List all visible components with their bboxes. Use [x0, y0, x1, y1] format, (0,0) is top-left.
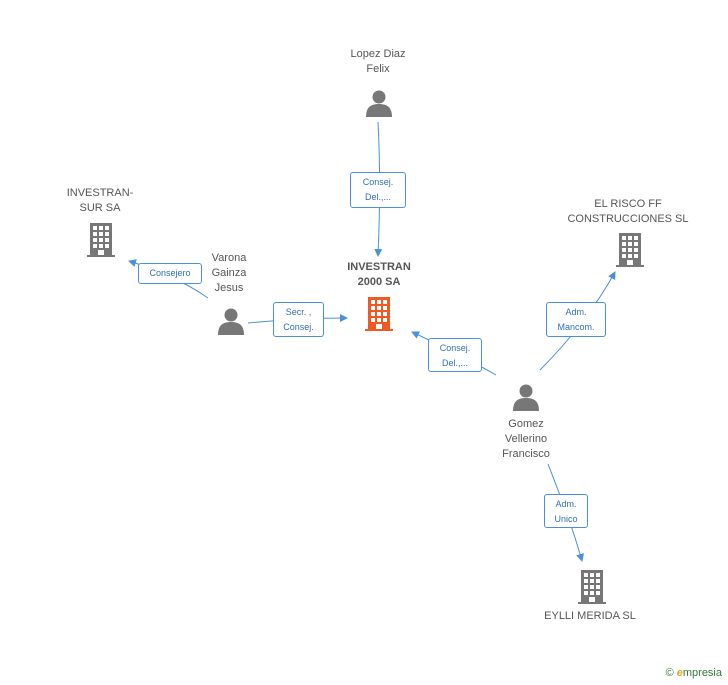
- edge-label-lopez-investran[interactable]: Consej. Del.,...: [350, 172, 406, 208]
- building-icon[interactable]: [616, 233, 644, 267]
- person-icon[interactable]: [513, 384, 539, 412]
- edge-label-varona-investran[interactable]: Secr. , Consej.: [273, 302, 324, 337]
- node-label-lopez-diaz-felix[interactable]: Lopez Diaz Felix: [350, 48, 406, 75]
- node-label-investran-sur-sa[interactable]: INVESTRAN- SUR SA: [66, 187, 134, 214]
- node-label-varona-gainza-jesus[interactable]: Varona Gainza Jesus: [211, 252, 247, 294]
- empresia-watermark: © empresia: [666, 667, 722, 679]
- building-icon[interactable]: [365, 297, 393, 331]
- node-label-eylli-merida-sl[interactable]: EYLLI MERIDA SL: [544, 610, 636, 622]
- empresia-logo-text: mpresia: [682, 667, 722, 679]
- node-label-investran-2000-sa[interactable]: INVESTRAN 2000 SA: [347, 261, 411, 288]
- building-icon[interactable]: [578, 570, 606, 604]
- edge-label-varona-sur[interactable]: Consejero: [138, 263, 202, 284]
- node-label-gomez-vellerino-francisco[interactable]: Gomez Vellerino Francisco: [502, 418, 550, 460]
- person-icon[interactable]: [366, 90, 392, 118]
- copyright-icon: ©: [665, 667, 674, 679]
- edge-label-gomez-eylli[interactable]: Adm. Unico: [544, 494, 588, 528]
- building-icon[interactable]: [87, 223, 115, 257]
- person-icon[interactable]: [218, 308, 244, 336]
- edge-label-gomez-investran[interactable]: Consej. Del.,...: [428, 338, 482, 372]
- edge-label-gomez-risco[interactable]: Adm. Mancom.: [546, 302, 606, 337]
- node-label-el-risco-ff-construcciones-sl[interactable]: EL RISCO FF CONSTRUCCIONES SL: [567, 198, 689, 225]
- empresia-logo-initial: e: [676, 667, 683, 679]
